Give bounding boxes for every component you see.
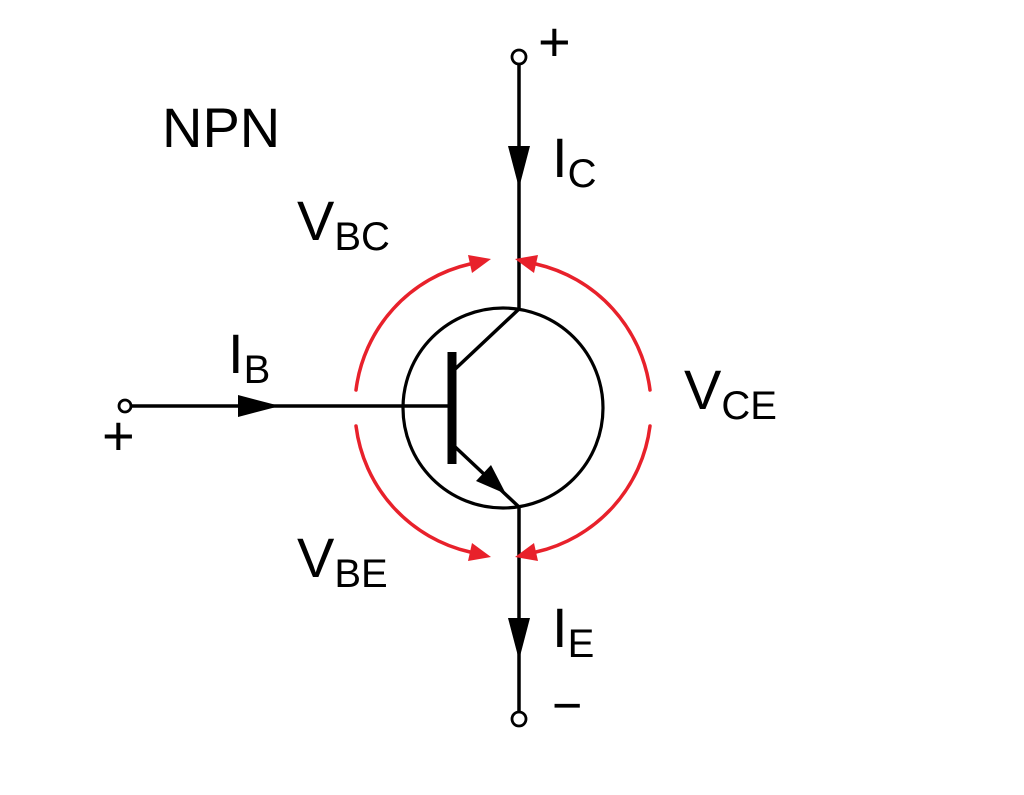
bottom-terminal-minus-sign: −: [552, 677, 583, 735]
collector-wire: [450, 64, 521, 374]
transistor-circle: [401, 306, 605, 510]
base-terminal-node: [117, 398, 133, 414]
ie-subscript: E: [567, 622, 595, 666]
ib-symbol: I: [228, 322, 244, 385]
label-ie: IE: [552, 600, 594, 665]
ic-subscript: C: [567, 152, 597, 196]
wires-group: [125, 64, 605, 712]
vbe-symbol: V: [297, 526, 335, 589]
transistor-type-text: NPN: [162, 96, 281, 159]
vbe-arc: [354, 424, 472, 554]
collector-current-arrow-icon: [508, 146, 530, 188]
label-ib: IB: [228, 326, 270, 391]
ic-symbol: I: [552, 126, 568, 189]
top-terminal-plus-sign: +: [538, 10, 571, 73]
vce-symbol: V: [684, 358, 722, 421]
voltage-arc-arrowheads-group: [468, 255, 538, 561]
vce-subscript: CE: [721, 384, 777, 428]
vbe-subscript: BE: [334, 552, 388, 596]
vbc-subscript: BC: [334, 215, 390, 259]
emitter-terminal-node: [510, 710, 528, 728]
label-transistor-type: NPN: [162, 100, 280, 156]
vce-arc-lower: [534, 424, 652, 554]
emitter-current-arrow-icon: [508, 618, 530, 660]
base-terminal-plus-sign: +: [102, 404, 135, 467]
voltage-arcs-group: [354, 262, 652, 554]
terminal-nodes-group: [117, 48, 528, 728]
emitter-arrow-icon: [476, 465, 506, 494]
label-vce: VCE: [684, 362, 777, 427]
vbc-symbol: V: [297, 189, 335, 252]
vbc-arc-arrowhead-icon: [468, 255, 491, 273]
base-current-arrow-icon: [238, 395, 280, 417]
label-ic: IC: [552, 130, 596, 195]
vbe-arc-arrowhead-icon: [468, 543, 491, 561]
vbc-arc: [354, 262, 472, 392]
ib-subscript: B: [243, 348, 271, 392]
ie-symbol: I: [552, 596, 568, 659]
vce-upper-arc-arrowhead-icon: [515, 255, 538, 273]
vce-lower-arc-arrowhead-icon: [515, 543, 538, 561]
label-vbc: VBC: [297, 193, 390, 258]
vce-arc-upper: [534, 262, 652, 392]
collector-terminal-node: [510, 48, 528, 66]
current-arrows-group: [238, 146, 530, 660]
label-vbe: VBE: [297, 530, 388, 595]
